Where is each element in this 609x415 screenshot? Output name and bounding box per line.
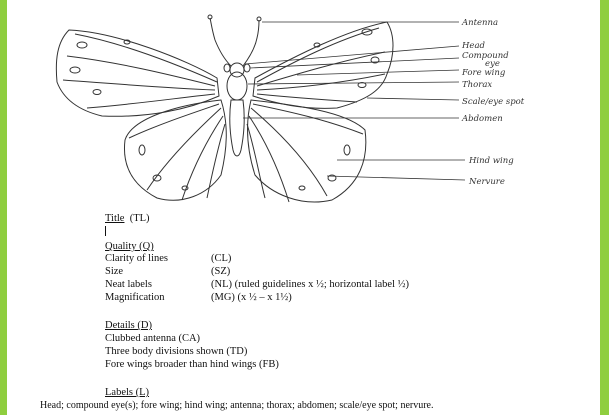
quality-row-3: Magnification (MG) (x ½ – x 1½) (105, 292, 585, 304)
labels-list: Head; compound eye(s); fore wing; hind w… (40, 400, 434, 412)
butterfly-body (208, 15, 261, 156)
quality-item-code: (SZ) (211, 266, 230, 278)
title-heading: Title (105, 213, 124, 224)
label-antenna: Antenna (461, 18, 498, 28)
label-pointer-lines (243, 22, 465, 180)
quality-heading: Quality (Q) (105, 241, 154, 253)
title-criterion: Title (TL) (105, 213, 150, 225)
label-scale-eye-spot: Scale/eye spot (462, 97, 525, 107)
details-item: Clubbed antenna (CA) (105, 333, 200, 345)
right-hind-wing (248, 100, 366, 202)
label-hind-wing: Hind wing (468, 156, 514, 166)
quality-item-code: (MG) (x ½ – x 1½) (211, 292, 292, 304)
quality-item-name: Size (105, 266, 123, 277)
quality-item-code: (NL) (ruled guidelines x ½; horizontal l… (211, 279, 409, 291)
quality-item-name: Clarity of lines (105, 253, 168, 264)
quality-item-name: Magnification (105, 292, 164, 303)
title-code: (TL) (130, 213, 150, 224)
quality-row-2: Neat labels (NL) (ruled guidelines x ½; … (105, 279, 585, 291)
labels-heading: Labels (L) (105, 387, 149, 399)
quality-row-1: Size (SZ) (105, 266, 585, 278)
label-nervure: Nervure (468, 177, 505, 187)
worksheet-page: Antenna Head Compound eye Fore wing Thor… (7, 0, 600, 415)
details-item: Three body divisions shown (TD) (105, 346, 247, 358)
quality-item-code: (CL) (211, 253, 231, 265)
details-heading: Details (D) (105, 320, 152, 332)
text-cursor (105, 226, 106, 236)
label-thorax: Thorax (462, 80, 492, 90)
eye-spots (70, 29, 379, 190)
quality-row-0: Clarity of lines (CL) (105, 253, 585, 265)
left-hind-wing-veins (129, 104, 225, 200)
butterfly-diagram: Antenna Head Compound eye Fore wing Thor… (7, 0, 600, 210)
details-item: Fore wings broader than hind wings (FB) (105, 359, 279, 371)
quality-item-name: Neat labels (105, 279, 152, 290)
label-fore-wing: Fore wing (461, 68, 506, 78)
label-head: Head (461, 41, 486, 51)
label-abdomen: Abdomen (461, 114, 503, 124)
